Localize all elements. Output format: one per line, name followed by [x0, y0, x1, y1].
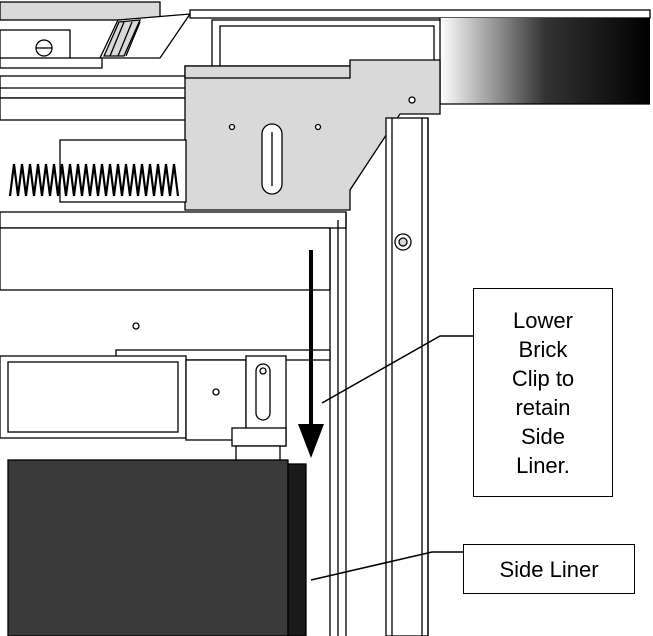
leader-line-brick-clip [321, 335, 473, 404]
callout-line: Liner. [516, 452, 570, 478]
callout-line: Clip to [511, 365, 575, 391]
callout-line: Side [520, 423, 566, 449]
lower-brick-clip [0, 349, 331, 479]
down-arrow [298, 250, 324, 458]
callout-lower-brick-clip: Lower Brick Clip to retain Side Liner. [473, 288, 613, 497]
callout-line: Lower [513, 307, 573, 333]
leader-line-side-liner [310, 551, 463, 581]
vertical-post [385, 117, 429, 636]
leader-lines [310, 335, 473, 581]
callout-line: retain [515, 394, 571, 420]
side-liner-panel [7, 459, 307, 636]
callout-side-liner: Side Liner [463, 544, 635, 594]
callout-text: Side Liner [499, 556, 599, 582]
callout-line: Brick [518, 336, 568, 362]
bracket-plate [184, 59, 441, 211]
spring [8, 139, 187, 203]
upper-liner-panel [0, 211, 347, 636]
